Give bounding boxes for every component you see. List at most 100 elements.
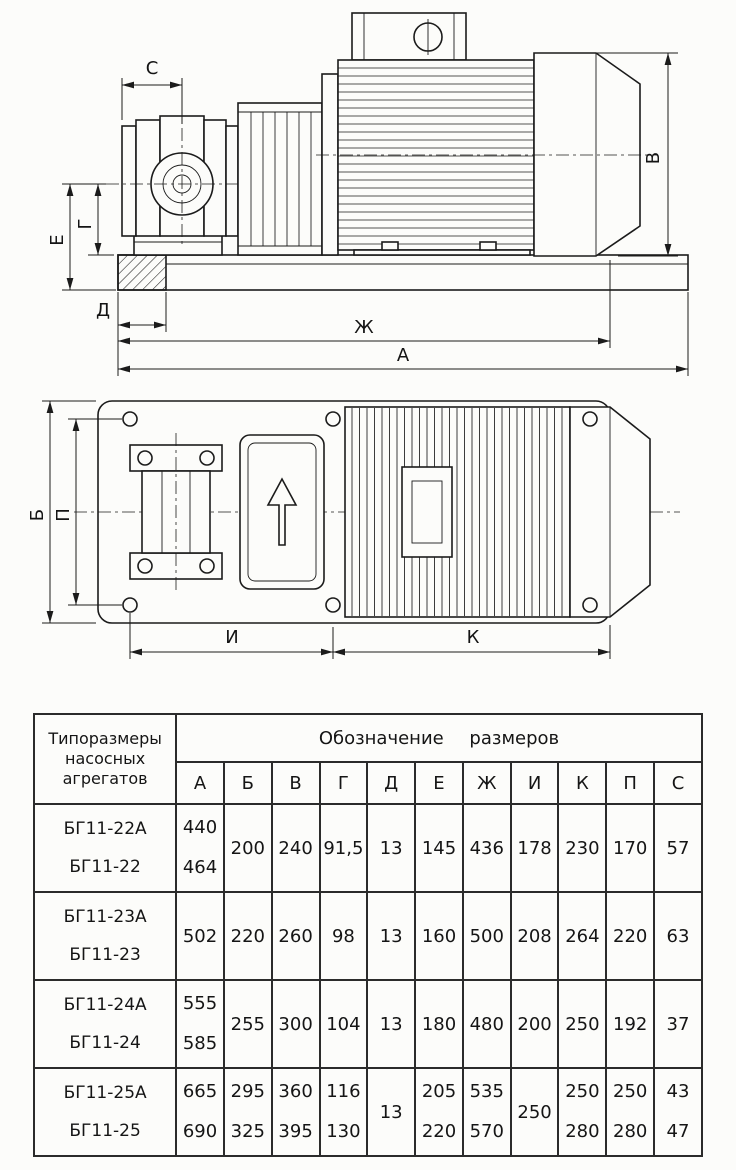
side-view-drawing: С В Е Г — [47, 12, 689, 376]
dimension-value-cell: 43 47 — [653, 1067, 703, 1157]
base-holes-right — [582, 411, 598, 613]
dimension-value: 98 — [331, 925, 355, 947]
dimension-value-cell: 200 — [222, 803, 273, 893]
dimension-value: 180 — [421, 1013, 457, 1035]
dimension-value-cell: 260 — [270, 891, 321, 981]
dimension-value-cell: 98 — [318, 891, 369, 981]
dimension-value: 250 — [565, 1081, 600, 1102]
dimension-value-cell: 192 — [605, 979, 656, 1069]
dimension-c — [121, 78, 183, 124]
dimension-value-cell: 104 — [318, 979, 369, 1069]
mounting-hole — [122, 597, 138, 613]
motor-foot-pad — [353, 249, 531, 256]
dimension-value-cell: 230 — [557, 803, 608, 893]
dimension-value-cell: 208 — [509, 891, 560, 981]
table-corner-header: Типоразмеры насосных агрегатов — [33, 713, 178, 805]
dimension-value: 13 — [379, 925, 403, 947]
column-header: Ж — [461, 761, 512, 805]
column-header: И — [509, 761, 560, 805]
pump-assembly-drawing: С В Е Г — [0, 8, 736, 693]
dimension-value-cell: 13 — [366, 891, 417, 981]
dimension-e — [62, 183, 116, 291]
dimension-value: 325 — [230, 1121, 265, 1142]
dimension-value-cell: 240 — [270, 803, 321, 893]
base-section-hatch — [117, 254, 167, 291]
dimension-value: 13 — [379, 837, 403, 859]
dimension-p — [68, 418, 122, 606]
dimension-value: 555 — [182, 993, 218, 1014]
model-name: БГ11-24А — [63, 995, 147, 1015]
terminal-box — [351, 12, 467, 61]
dimension-value: 240 — [278, 837, 313, 859]
dimension-value: 200 — [230, 837, 265, 859]
dimension-value: 230 — [565, 837, 600, 859]
dimension-value: 13 — [379, 1013, 403, 1035]
dimension-value: 464 — [182, 857, 218, 878]
top-view-drawing: Б П И К — [27, 400, 680, 659]
dim-label-b: Б — [27, 509, 48, 521]
dimension-value: 205 — [421, 1081, 457, 1102]
dimension-value-cell: 13 — [366, 1067, 417, 1157]
dimension-value-cell: 500 — [461, 891, 512, 981]
dimension-k — [333, 625, 611, 659]
mounting-hole — [582, 411, 598, 427]
motor-flange — [321, 73, 339, 256]
dimension-value: 192 — [613, 1013, 648, 1035]
dimension-value-cell: 250 — [557, 979, 608, 1069]
dimension-table: Типоразмеры насосных агрегатов Обозначен… — [33, 713, 703, 1157]
mounting-hole — [325, 597, 341, 613]
dimension-value: 43 — [666, 1081, 690, 1102]
dimension-value-cell: 180 — [414, 979, 464, 1069]
dimension-value: 13 — [379, 1101, 403, 1123]
dimension-value-cell: 502 — [175, 891, 225, 981]
dimension-value: 200 — [517, 1013, 552, 1035]
dim-label-g: Г — [75, 219, 96, 230]
column-header: Е — [414, 761, 464, 805]
dimension-value: 170 — [613, 837, 648, 859]
dimension-value: 690 — [182, 1121, 218, 1142]
dimension-value-cell: 255 — [222, 979, 273, 1069]
dimension-value-cell: 145 — [414, 803, 464, 893]
dimension-value-cell: 480 — [461, 979, 512, 1069]
column-header: Б — [222, 761, 273, 805]
motor-side — [316, 12, 658, 257]
dimension-d — [117, 292, 167, 376]
dimension-value-cell: 264 — [557, 891, 608, 981]
column-header: В — [270, 761, 321, 805]
dimension-value-cell: 57 — [653, 803, 703, 893]
dimension-value: 145 — [421, 837, 457, 859]
base-plate-side — [117, 254, 689, 291]
dim-label-a: А — [397, 345, 410, 366]
motor-fins-top — [351, 408, 563, 616]
dimension-value: 178 — [517, 837, 552, 859]
dimension-value: 500 — [469, 925, 504, 947]
dimension-value: 47 — [666, 1121, 690, 1142]
motor-top — [344, 406, 651, 618]
dimension-value-cell: 170 — [605, 803, 656, 893]
fan-cover — [533, 52, 641, 257]
dimension-value: 160 — [421, 925, 457, 947]
dimension-value-cell: 200 — [509, 979, 560, 1069]
dimension-value: 436 — [469, 837, 504, 859]
dimension-value: 280 — [613, 1121, 648, 1142]
model-name: БГ11-25А — [63, 1083, 147, 1103]
dimension-value: 264 — [565, 925, 600, 947]
model-name: БГ11-23 — [69, 945, 141, 965]
dimension-value: 570 — [469, 1121, 504, 1142]
dimension-v — [558, 52, 678, 257]
dimension-value: 255 — [230, 1013, 265, 1035]
dimension-b — [42, 400, 96, 624]
model-name: БГ11-22А — [63, 819, 147, 839]
